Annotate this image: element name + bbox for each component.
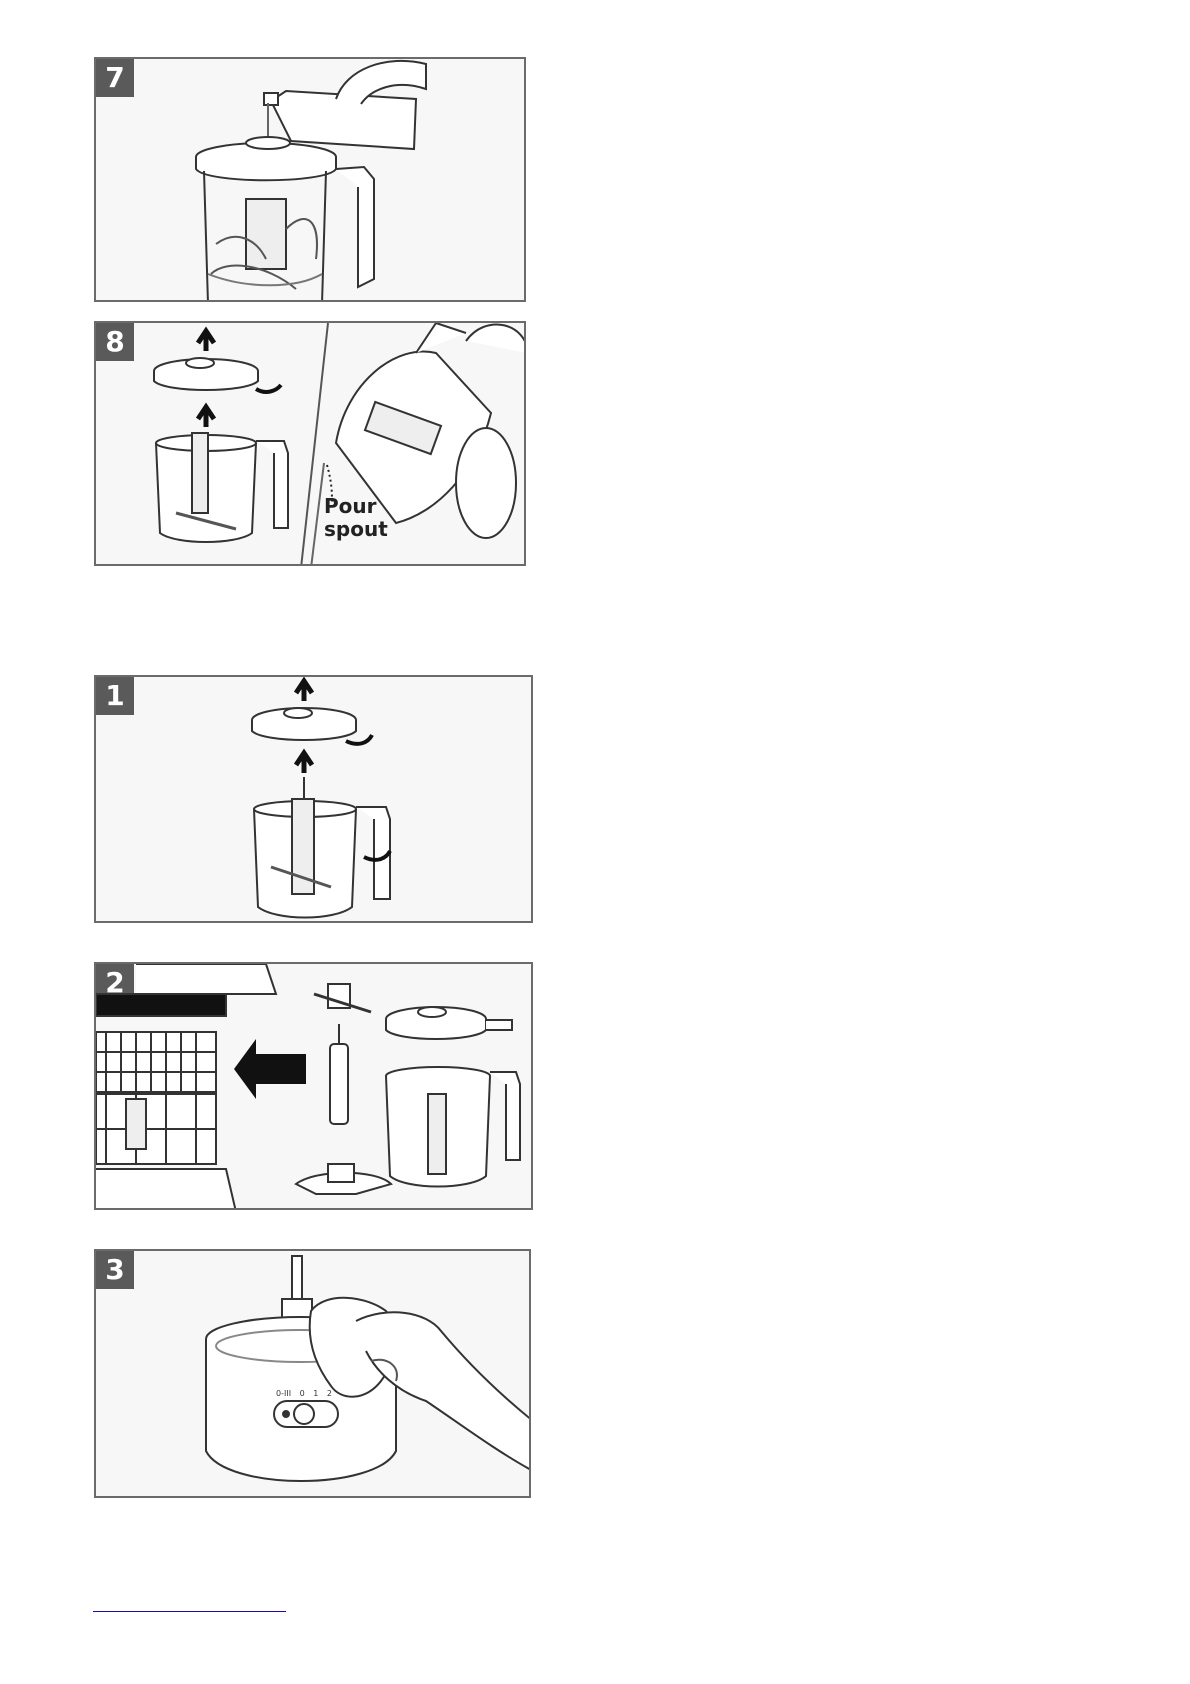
- arrow-up-icon: [296, 753, 312, 773]
- arrow-up-icon: [296, 681, 312, 701]
- arrow-up-icon: [198, 407, 214, 427]
- rotate-arrow-icon: [256, 385, 281, 392]
- callout-line-2: spout: [324, 518, 388, 541]
- dishwasher-safe-parts-drawing: [96, 964, 533, 1210]
- removing-lid-and-pouring-drawing: [96, 323, 526, 566]
- step-3-illustration: 3 0-III 0 1 2: [94, 1249, 531, 1498]
- footer-link-underline[interactable]: [93, 1611, 286, 1612]
- callout-line-1: Pour: [324, 495, 388, 518]
- step-8-illustration: 8 Pour spout: [94, 321, 526, 566]
- disassemble-lid-and-bowl-drawing: [96, 677, 533, 923]
- step-1-illustration: 1: [94, 675, 533, 923]
- hand-with-cloth-drawing: [96, 1251, 531, 1498]
- pouring-liquid-into-feed-tube-drawing: [96, 59, 526, 302]
- step-2-illustration: 2: [94, 962, 533, 1210]
- arrow-left-icon: [234, 1039, 306, 1099]
- dishwasher-rack: [96, 1032, 236, 1210]
- arrow-up-icon: [198, 331, 214, 351]
- pour-spout-callout: Pour spout: [324, 495, 388, 541]
- rotate-arrow-icon: [346, 735, 372, 744]
- step-7-illustration: 7: [94, 57, 526, 302]
